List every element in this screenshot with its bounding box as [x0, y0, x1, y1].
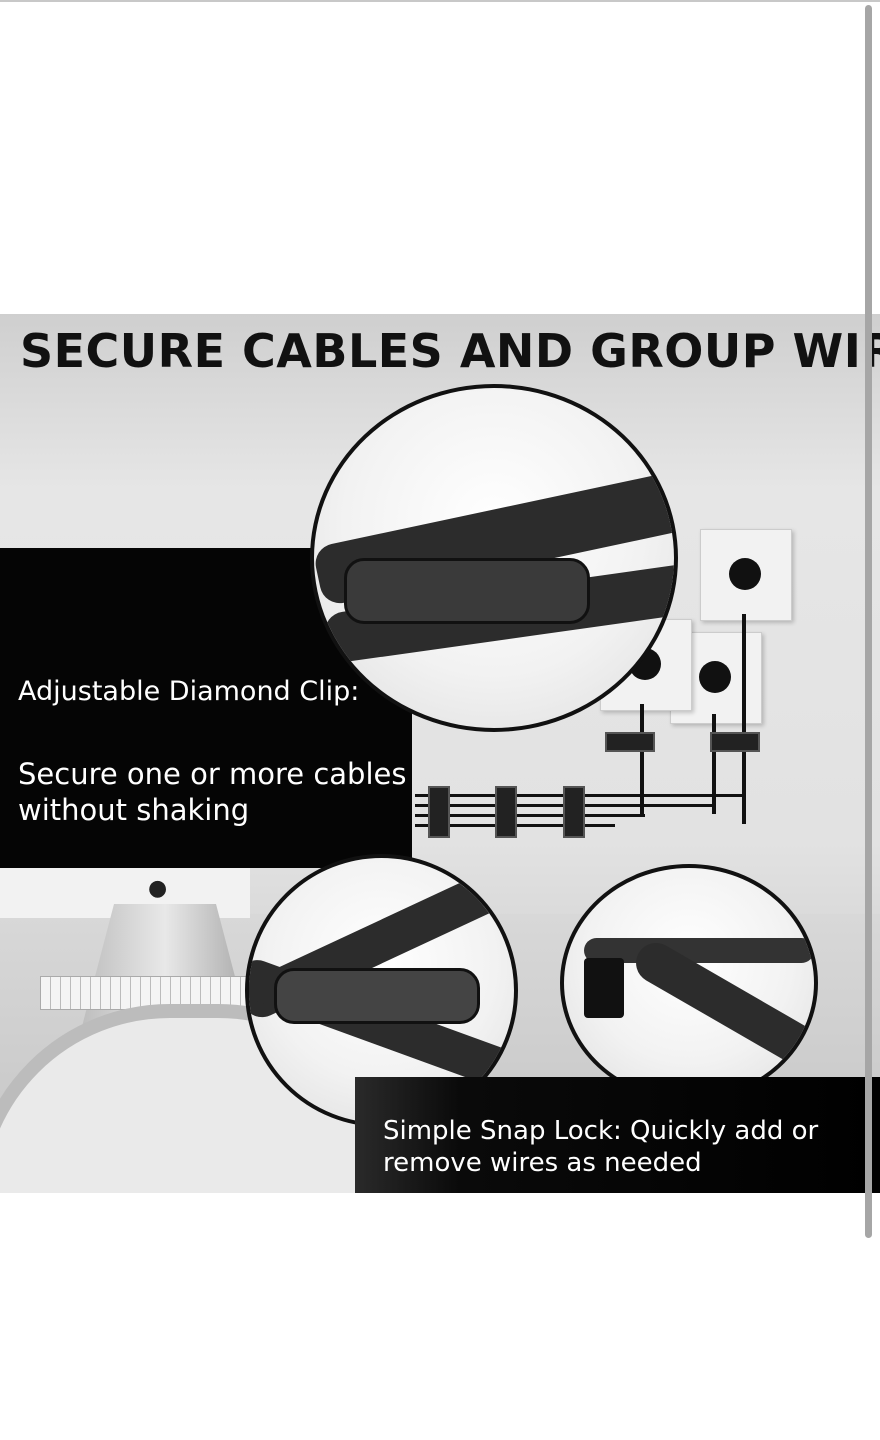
apple-logo-icon: ●: [148, 876, 168, 901]
feature-description: Secure one or more cables without shakin…: [18, 757, 407, 827]
cable-clip: [563, 786, 585, 838]
product-image: ● SECURE CABLES AND GROUP WIRES Adjustab…: [0, 314, 880, 1193]
feature-panel-snap-lock: Simple Snap Lock: Quickly add or remove …: [355, 1077, 880, 1193]
feature-description: Simple Snap Lock: Quickly add or remove …: [383, 1116, 819, 1178]
zoom-circle-diamond-clip: [310, 384, 678, 732]
feature-heading: Adjustable Diamond Clip:: [18, 676, 360, 707]
cable-clip: [710, 732, 760, 752]
cable: [712, 714, 716, 814]
cable-clip: [605, 732, 655, 752]
cable-clip: [428, 786, 450, 838]
cable: [742, 614, 746, 824]
zoom-circle-snap-lock: [560, 864, 818, 1102]
vertical-scrollbar[interactable]: [865, 5, 872, 1238]
cable-clip: [495, 786, 517, 838]
wall-outlet: [700, 529, 792, 621]
image-title: SECURE CABLES AND GROUP WIRES: [20, 324, 880, 378]
top-border: [0, 0, 880, 2]
cable: [640, 704, 644, 814]
cable: [415, 814, 645, 817]
